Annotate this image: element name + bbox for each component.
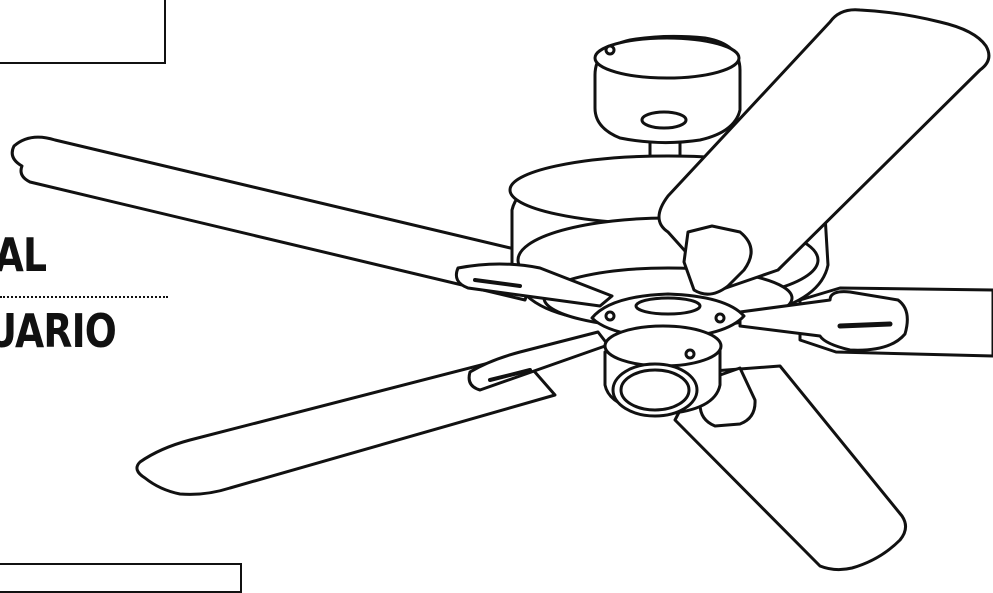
canopy-hole — [640, 110, 688, 130]
blade-iron-right — [738, 290, 909, 352]
housing-screw-left — [604, 310, 616, 322]
fan-blade-top-right — [657, 8, 991, 292]
light-kit-lens-inner — [619, 368, 691, 412]
light-kit-top — [603, 324, 723, 368]
switch-screw — [684, 348, 696, 360]
title-divider — [0, 296, 168, 298]
switch-housing-hub — [634, 296, 702, 316]
blade-iron-top-right — [682, 224, 753, 296]
ceiling-fan-illustration — [10, 8, 993, 572]
canopy-screw — [604, 44, 616, 56]
model-label-box — [0, 0, 166, 64]
housing-screw-right — [714, 312, 726, 324]
manual-title-line2: SUARIO — [0, 304, 117, 358]
blade-iron-left-slot — [473, 278, 522, 288]
blade-iron-left — [454, 262, 614, 308]
blade-iron-bottom-left-slot — [488, 368, 532, 382]
manual-title-line1: UAL — [0, 228, 47, 282]
canopy-top — [593, 36, 741, 80]
fan-blade-bottom-left — [135, 353, 557, 496]
blade-iron-right-slot — [837, 321, 893, 329]
fan-blade-left — [10, 135, 542, 302]
